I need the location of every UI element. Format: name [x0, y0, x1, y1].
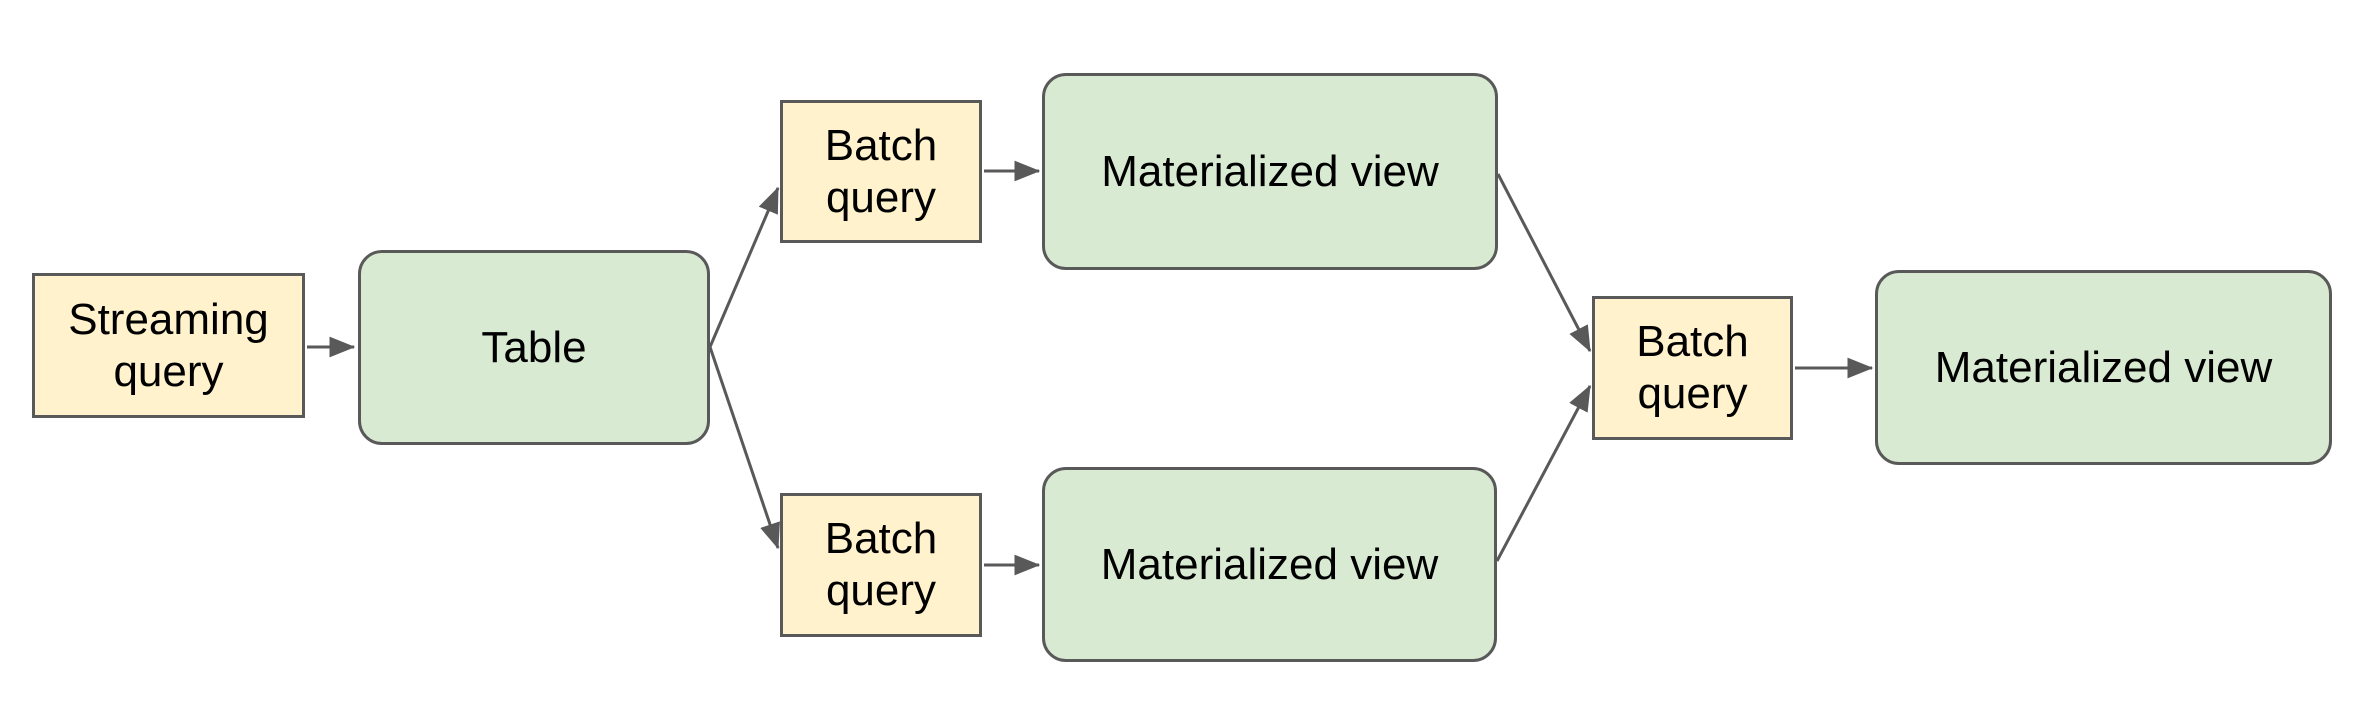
node-label: Batch query [1636, 317, 1749, 418]
node-materialized-view-right: Materialized view [1875, 270, 2332, 465]
node-label: Materialized view [1934, 342, 2273, 392]
node-table: Table [358, 250, 710, 445]
edge-table-to-batch-bottom [708, 346, 780, 550]
edge-table-to-batch-top [708, 186, 780, 348]
node-label: Table [481, 322, 587, 372]
node-batch-query-top: Batch query [780, 100, 982, 243]
node-label: Streaming query [68, 294, 269, 396]
node-label: Batch query [824, 120, 938, 222]
node-materialized-view-top: Materialized view [1042, 73, 1498, 270]
edge-mv-top-to-batch-center [1496, 173, 1592, 353]
node-label: Materialized view [1101, 146, 1439, 196]
node-batch-query-bottom: Batch query [780, 493, 982, 637]
node-materialized-view-bottom: Materialized view [1042, 467, 1497, 662]
node-streaming-query: Streaming query [32, 273, 305, 418]
node-label: Materialized view [1100, 539, 1439, 589]
edge-mv-bottom-to-batch-center [1495, 384, 1592, 562]
node-batch-query-center: Batch query [1592, 296, 1793, 440]
node-label: Batch query [824, 514, 938, 615]
